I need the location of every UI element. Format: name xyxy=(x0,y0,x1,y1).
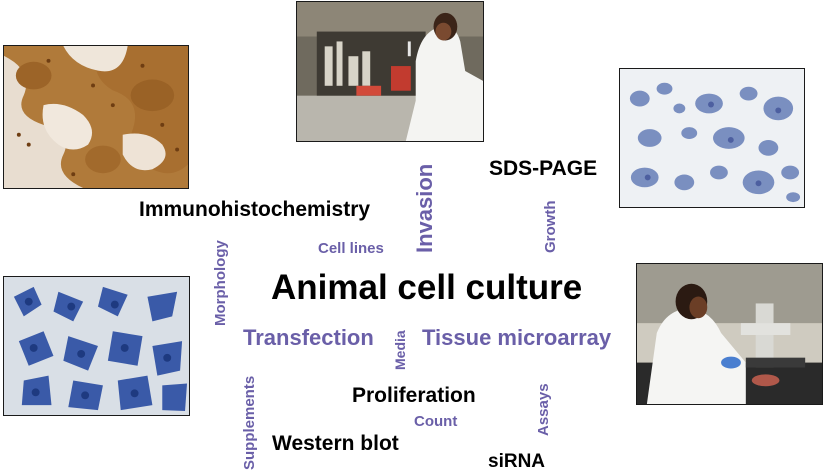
word-transfection: Transfection xyxy=(243,325,374,350)
title: Animal cell culture xyxy=(271,268,583,307)
word-immunohistochemistry: Immunohistochemistry xyxy=(139,198,371,221)
word-sirna: siRNA xyxy=(488,451,546,472)
word-morphology: Morphology xyxy=(212,240,229,326)
word-supplements: Supplements xyxy=(241,375,258,470)
word-tissue-microarray: Tissue microarray xyxy=(422,325,612,350)
word-growth: Growth xyxy=(542,200,559,254)
word-assays: Assays xyxy=(535,383,552,436)
microscope-image xyxy=(636,263,823,405)
word-western-blot: Western blot xyxy=(272,432,399,455)
word-cell-lines: Cell lines xyxy=(318,240,384,257)
lab-hood-image xyxy=(296,1,484,142)
word-media: Media xyxy=(392,330,408,370)
word-sds-page: SDS-PAGE xyxy=(489,157,598,180)
tissue-stain-image xyxy=(3,45,189,189)
word-proliferation: Proliferation xyxy=(352,384,476,407)
blue-cells-image xyxy=(3,276,190,416)
word-invasion: Invasion xyxy=(412,163,437,253)
cell-colonies-image xyxy=(619,68,805,208)
word-count: Count xyxy=(414,413,458,430)
